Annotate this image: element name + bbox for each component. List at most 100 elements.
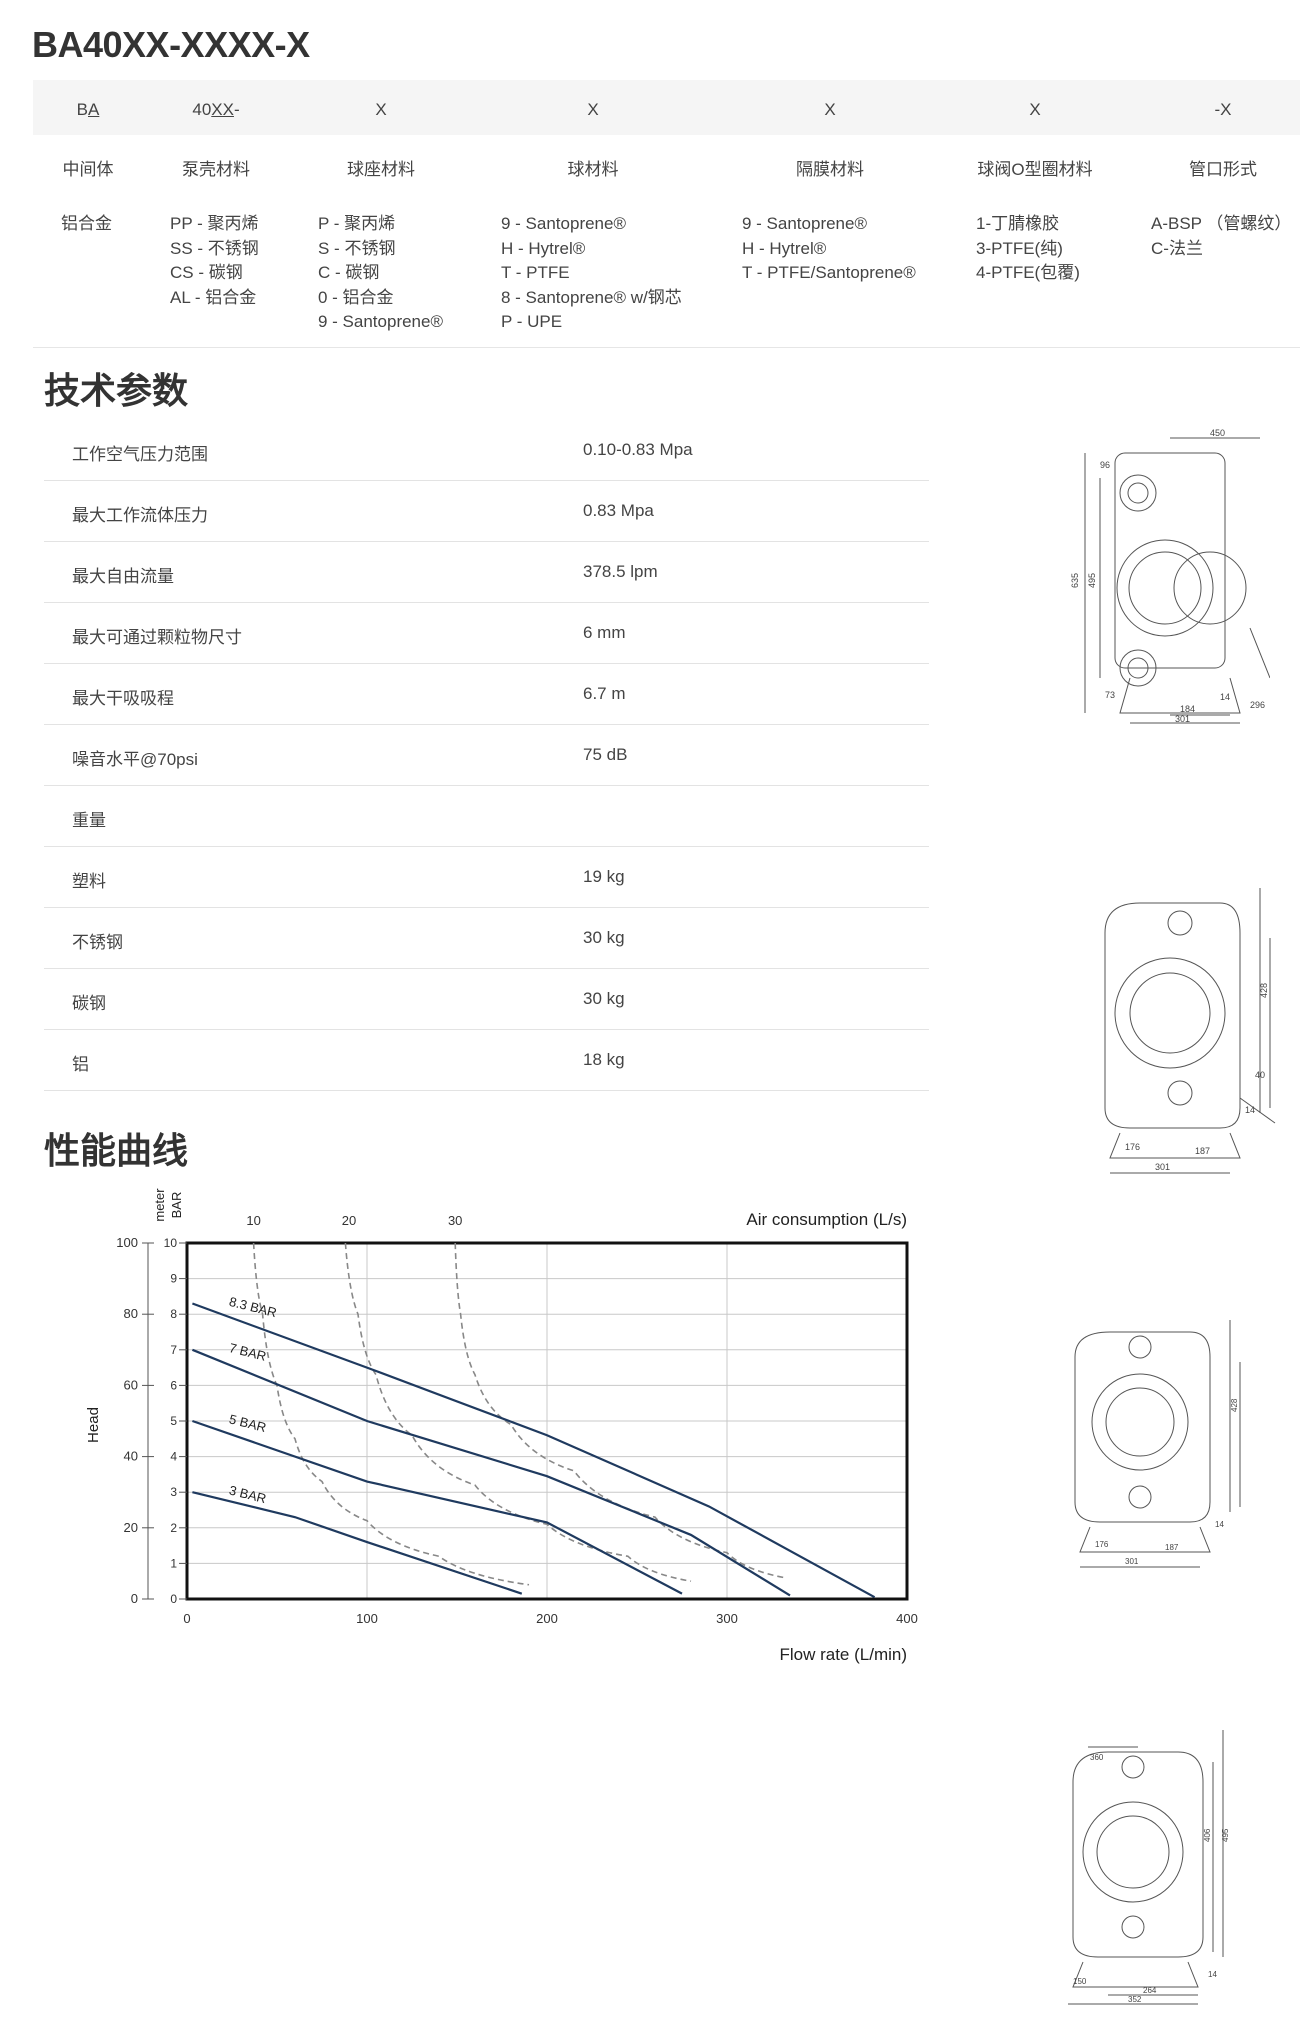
- bar-unit-label: BAR: [169, 1192, 184, 1219]
- bar-tick-label: 5: [170, 1414, 177, 1428]
- bar-tick-label: 1: [170, 1556, 177, 1570]
- code-segment: X: [770, 100, 890, 120]
- top-tick-label: 10: [246, 1213, 260, 1228]
- dim-label: 301: [1175, 714, 1190, 724]
- code-segment-prefix: -X: [1214, 100, 1232, 119]
- code-option: 9 - Santoprene®: [318, 312, 443, 331]
- code-segment-prefix: X: [1029, 100, 1041, 119]
- dim-label: 360: [1090, 1753, 1104, 1762]
- code-column-label: 管口形式: [1189, 160, 1257, 179]
- dim-label: 14: [1220, 692, 1230, 702]
- pump-drawing-4-svg: 360 406 495 150 264 352 14: [1068, 1730, 1230, 2005]
- dim-label: 73: [1105, 690, 1115, 700]
- code-option: C - 碳钢: [318, 263, 380, 282]
- code-segment-underlined: XX: [211, 100, 234, 119]
- dim-label: 296: [1250, 700, 1265, 710]
- spec-row: 碳钢 30 kg: [44, 969, 929, 1030]
- dim-label: 406: [1203, 1828, 1212, 1842]
- meter-tick-label: 100: [116, 1235, 138, 1250]
- code-option: A-BSP （管螺纹）: [1151, 214, 1292, 233]
- top-axis-label: Air consumption (L/s): [746, 1210, 907, 1229]
- code-option: 9 - Santoprene®: [742, 214, 867, 233]
- code-option: 0 - 铝合金: [318, 287, 394, 307]
- bar-tick-label: 0: [170, 1592, 177, 1606]
- spec-value: 19 kg: [583, 867, 625, 886]
- top-tick-label: 20: [342, 1213, 356, 1228]
- model-title: BA40XX-XXXX-X: [32, 24, 310, 65]
- series-line: [192, 1419, 683, 1595]
- bar-tick-label: 2: [170, 1521, 177, 1535]
- spec-value: 378.5 lpm: [583, 562, 658, 581]
- code-option: 4-PTFE(包覆): [976, 263, 1080, 282]
- code-segment: X: [533, 100, 653, 120]
- x-tick-label: 200: [536, 1611, 558, 1626]
- x-axis-label: Flow rate (L/min): [779, 1645, 907, 1664]
- dim-label: 495: [1221, 1828, 1230, 1842]
- code-segment: BA: [28, 100, 148, 120]
- code-segment-prefix: 40: [192, 100, 212, 119]
- pump-drawing-2-svg: 428 40 14 176 187 301: [1104, 888, 1276, 1174]
- bar-tick-label: 4: [170, 1450, 177, 1464]
- pump-drawing-3: 428 14 176 187 301: [1040, 1312, 1250, 1572]
- spec-value: 6.7 m: [583, 684, 626, 703]
- dim-label: 40: [1255, 1070, 1265, 1080]
- x-tick-label: 300: [716, 1611, 738, 1626]
- top-tick-label: 30: [448, 1213, 462, 1228]
- code-option: 1-丁腈橡胶: [976, 214, 1060, 233]
- code-option: 铝合金: [61, 214, 112, 233]
- dim-label: 187: [1195, 1146, 1210, 1156]
- dim-label: 495: [1087, 573, 1097, 588]
- dim-label: 635: [1070, 573, 1080, 588]
- dim-label: 450: [1210, 428, 1225, 438]
- code-option: CS - 碳钢: [170, 263, 243, 282]
- spec-name: 工作空气压力范围: [72, 445, 208, 464]
- spec-value: 0.83 Mpa: [583, 501, 654, 520]
- meter-tick-label: 40: [124, 1449, 138, 1464]
- code-option: PP - 聚丙烯: [170, 214, 259, 233]
- pump-drawing-2: 428 40 14 176 187 301: [1070, 878, 1280, 1178]
- code-option: 8 - Santoprene® w/钢芯: [501, 287, 682, 307]
- code-option: P - 聚丙烯: [318, 214, 396, 233]
- spec-value: 30 kg: [583, 989, 625, 1008]
- code-option: T - PTFE: [501, 263, 570, 282]
- spec-value: 75 dB: [583, 745, 628, 764]
- code-table-divider: [33, 347, 1300, 348]
- meter-tick-label: 0: [131, 1591, 138, 1606]
- series-label: 5 BAR: [228, 1411, 268, 1435]
- dim-label: 428: [1259, 983, 1269, 998]
- code-column-options: P - 聚丙烯 S - 不锈钢 C - 碳钢 0 - 铝合金 9 - Santopren…: [318, 212, 443, 335]
- code-option: C-法兰: [1151, 238, 1203, 258]
- code-option: H - Hytrel®: [742, 238, 827, 258]
- spec-name: 重量: [72, 811, 106, 830]
- code-segment-underlined: A: [88, 100, 100, 119]
- air-consumption-curve: [344, 1242, 692, 1582]
- y-axis-label: Head: [85, 1407, 102, 1443]
- x-tick-label: 0: [183, 1611, 190, 1626]
- code-column-label: 球阀O型圈材料: [977, 160, 1093, 179]
- dim-label: 14: [1215, 1520, 1224, 1529]
- tech-params-title: 技术参数: [44, 371, 189, 412]
- bar-tick-label: 3: [170, 1485, 177, 1499]
- code-option: S - 不锈钢: [318, 238, 396, 258]
- bar-tick-label: 10: [164, 1236, 178, 1250]
- dim-label: 150: [1073, 1977, 1087, 1986]
- performance-title: 性能曲线: [44, 1131, 189, 1172]
- code-column-label: 球座材料: [347, 160, 415, 179]
- bar-tick-label: 7: [170, 1343, 177, 1357]
- series-line: [191, 1348, 791, 1597]
- dim-label: 264: [1143, 1986, 1157, 1995]
- dim-label: 14: [1245, 1105, 1255, 1115]
- code-column-label: 中间体: [62, 160, 114, 179]
- spec-name: 碳钢: [72, 994, 106, 1013]
- spec-value: 30 kg: [583, 928, 625, 947]
- spec-name: 最大自由流量: [72, 567, 174, 586]
- dim-label: 301: [1125, 1557, 1139, 1566]
- series-line: [192, 1302, 876, 1599]
